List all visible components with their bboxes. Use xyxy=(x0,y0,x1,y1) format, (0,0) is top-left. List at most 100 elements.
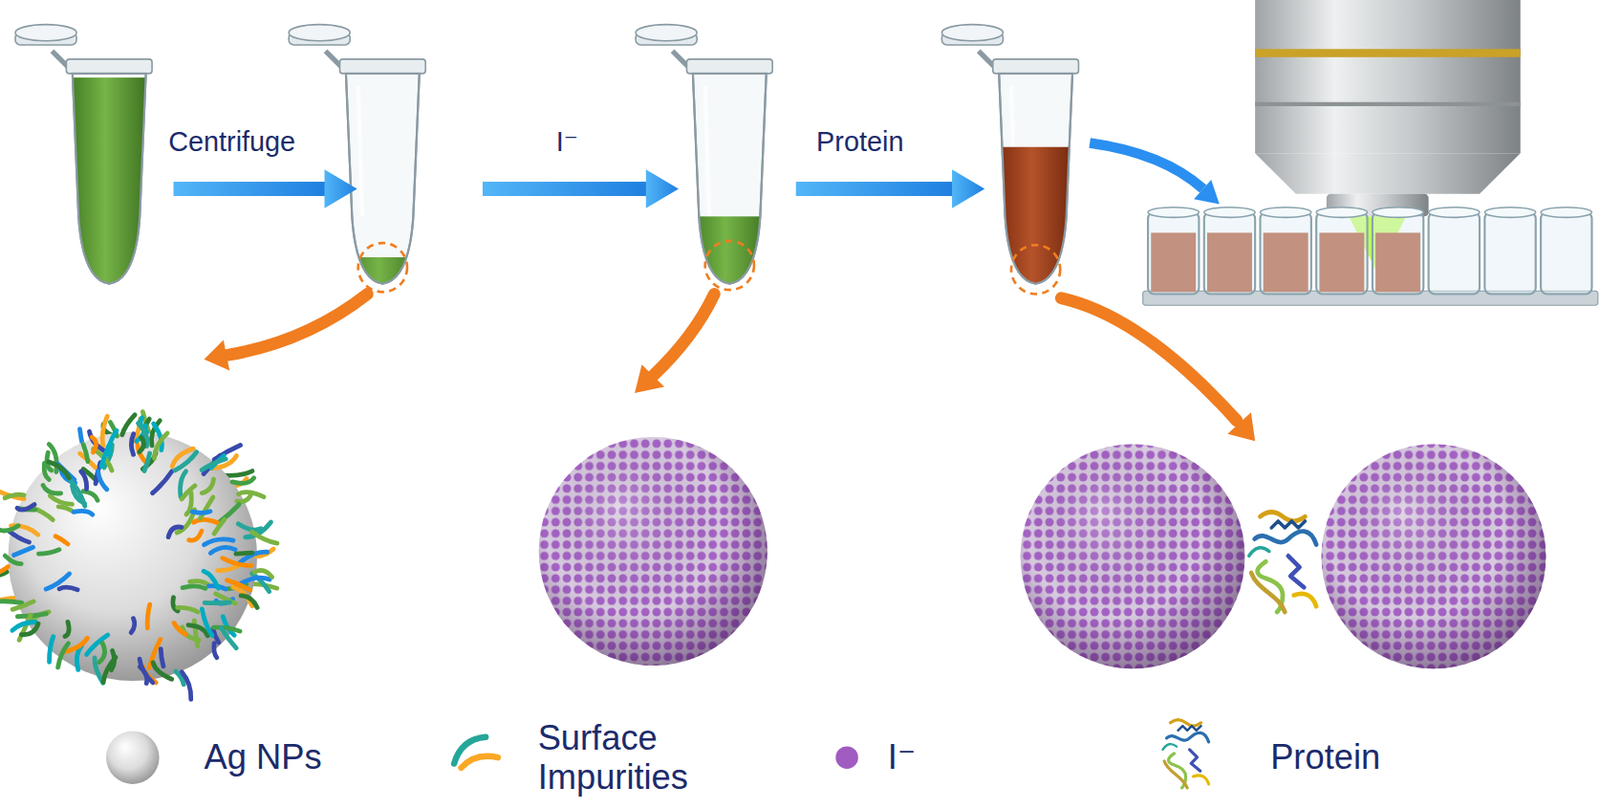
well xyxy=(1316,212,1367,294)
impurity-strand xyxy=(49,636,54,663)
arrowhead xyxy=(1193,179,1220,205)
well xyxy=(1428,212,1480,294)
impurity-strand xyxy=(177,606,198,612)
impurity-strand xyxy=(45,573,69,589)
impurity-strand xyxy=(201,458,226,471)
impurity-strand xyxy=(122,414,135,435)
impurity-strand xyxy=(110,650,114,671)
iodide-coated-particle xyxy=(1020,443,1246,669)
legend-protein xyxy=(1163,719,1210,788)
impurity-strand xyxy=(0,601,22,604)
impurity-strand xyxy=(130,618,135,633)
impurity-strand xyxy=(172,448,194,466)
impurity-strand xyxy=(70,480,86,507)
impurity-strand xyxy=(152,471,173,494)
impurity-strand xyxy=(168,526,182,538)
impurity-strand xyxy=(220,627,237,648)
impurity-strand xyxy=(222,558,252,566)
protein-structure xyxy=(1249,512,1317,613)
impurity-strand xyxy=(252,531,278,543)
impurity-strand xyxy=(214,643,217,658)
impurity-strand xyxy=(147,604,151,628)
impurity-strand xyxy=(83,491,98,501)
well xyxy=(1204,212,1255,294)
impurity-strand xyxy=(38,549,59,554)
well xyxy=(1147,212,1199,294)
well-rim xyxy=(1540,207,1592,218)
impurity-strand xyxy=(12,601,34,609)
legend-label: Protein xyxy=(1270,736,1381,778)
impurity-strand xyxy=(201,608,213,636)
process-arrows xyxy=(172,169,985,209)
well xyxy=(1372,212,1424,294)
impurity-strand xyxy=(237,523,261,530)
impurity-strand xyxy=(17,504,35,511)
impurity-strand xyxy=(226,580,250,590)
step-label: Centrifuge xyxy=(168,126,296,158)
tube xyxy=(15,24,152,293)
impurity-strand xyxy=(199,497,213,519)
impurity-strand xyxy=(91,436,97,453)
impurity-strand xyxy=(81,471,87,489)
impurity-strand xyxy=(201,478,214,494)
well xyxy=(1484,212,1536,294)
impurity-strand xyxy=(214,518,225,534)
impurity-strand xyxy=(153,432,168,458)
well-strip xyxy=(1143,207,1599,305)
impurity-strand xyxy=(223,471,253,476)
impurity-strand xyxy=(194,518,220,523)
legend-label: Surface Impurities xyxy=(538,716,743,797)
legend-swatch xyxy=(835,745,858,768)
impurity-strand xyxy=(204,539,234,545)
impurity-strand xyxy=(239,577,270,584)
step-label: I⁻ xyxy=(556,126,579,158)
impurity-strand xyxy=(203,570,218,588)
impurity-strand xyxy=(0,566,8,576)
well-rim xyxy=(1147,207,1199,218)
impurity-strand xyxy=(254,570,272,578)
impurity-strand xyxy=(83,444,88,462)
iodide-coated-particle xyxy=(539,436,768,666)
zoom-arrows xyxy=(204,293,1256,441)
impurity-strand xyxy=(73,510,93,515)
impurity-strand xyxy=(4,494,24,498)
impurity-strand xyxy=(236,550,253,557)
impurity-strand xyxy=(97,470,107,489)
well-rim xyxy=(1204,207,1255,218)
iodide-coated-particle xyxy=(1321,443,1547,669)
impurity-strand xyxy=(21,623,39,634)
well-rim xyxy=(1484,207,1536,218)
highlight-circles xyxy=(358,240,1061,295)
impurity-strand xyxy=(0,489,24,498)
tube xyxy=(635,24,773,299)
transfer-arrow xyxy=(1089,142,1204,189)
well-rim xyxy=(1372,207,1424,218)
impurity-strand xyxy=(160,648,164,667)
legend-label: I⁻ xyxy=(887,736,916,778)
impurity-strand xyxy=(181,485,195,499)
impurity-strand xyxy=(49,495,72,504)
impurity-strand xyxy=(144,453,151,471)
impurity-strand xyxy=(192,511,211,514)
impurity-strand xyxy=(9,531,30,542)
impurity-strand xyxy=(59,586,78,590)
impurity-strand xyxy=(189,530,202,541)
impurity-strand xyxy=(152,662,173,679)
impurity-strand xyxy=(240,595,258,607)
impurity-strand xyxy=(210,546,236,553)
ag-nanoparticle xyxy=(0,411,278,700)
well xyxy=(1540,212,1592,294)
impurity-strand xyxy=(48,461,70,478)
tube xyxy=(941,24,1079,301)
impurity-strand xyxy=(173,622,186,634)
well-rim xyxy=(1316,207,1367,218)
impurity-strand xyxy=(181,671,192,700)
impurity-strand xyxy=(182,585,206,588)
impurity-strand xyxy=(99,643,106,663)
impurity-strand xyxy=(204,600,230,606)
impurity-strand xyxy=(238,492,264,498)
tube xyxy=(288,24,426,299)
impurity-strand xyxy=(130,433,133,455)
